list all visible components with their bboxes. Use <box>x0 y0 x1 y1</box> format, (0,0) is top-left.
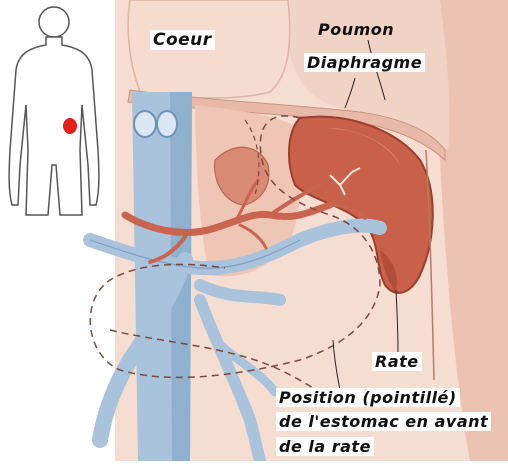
silhouette-head <box>39 7 69 37</box>
vessel-opening-right <box>157 111 177 137</box>
vessel-opening-left <box>134 111 156 137</box>
caption-line-2: de l'estomac en avant <box>276 412 491 431</box>
label-poumon: Poumon <box>318 20 394 39</box>
caption-line-1: Position (pointillé) <box>276 388 460 407</box>
body-silhouette-inset <box>0 0 112 218</box>
label-diaphragme: Diaphragme <box>304 53 425 72</box>
label-rate: Rate <box>372 352 422 371</box>
caption-line-3: de la rate <box>276 437 374 456</box>
label-coeur: Coeur <box>150 30 215 50</box>
spleen-marker <box>63 118 77 134</box>
